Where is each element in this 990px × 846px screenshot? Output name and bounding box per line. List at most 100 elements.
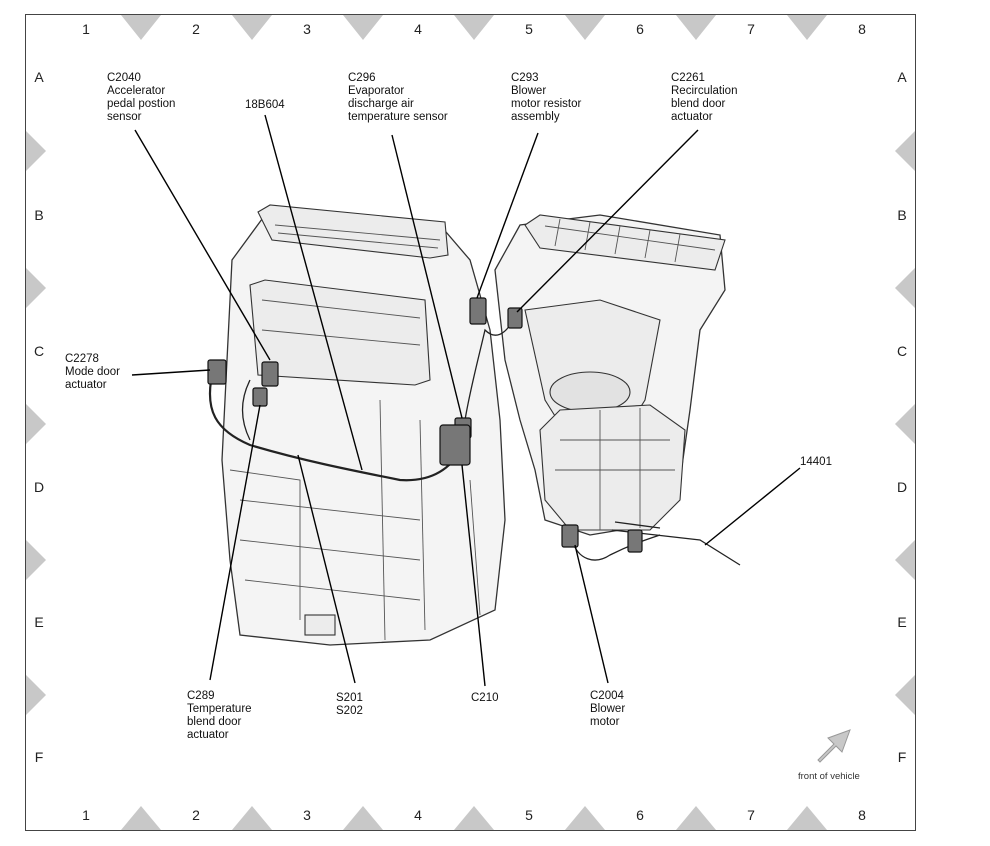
col-label-top: 8 xyxy=(858,21,866,37)
connector-14401 xyxy=(627,529,643,553)
callout-line: motor resistor xyxy=(511,98,581,110)
case-rib xyxy=(469,479,481,616)
col-label-top: 7 xyxy=(747,21,755,37)
grille-rib xyxy=(554,218,561,247)
callout-line: actuator xyxy=(671,111,713,123)
col-label-bottom: 1 xyxy=(82,807,90,823)
callout-line: Accelerator xyxy=(107,85,165,97)
col-label-top: 3 xyxy=(303,21,311,37)
grille-rib xyxy=(674,233,681,263)
callout-c2261: C2261 Recirculation blend door actuator xyxy=(671,72,737,123)
callout-line: Temperature xyxy=(187,703,252,715)
leader-s201 xyxy=(297,454,356,684)
leader-c2040 xyxy=(134,129,271,361)
front-of-vehicle-indicator: front of vehicle xyxy=(798,729,860,782)
case-rib xyxy=(379,399,386,641)
callout-c2004: C2004 Blower motor xyxy=(590,690,625,728)
harness-14401 xyxy=(614,521,661,529)
leader-c296 xyxy=(391,134,463,419)
grid-marker-bottom xyxy=(232,806,272,830)
grid-marker-top xyxy=(676,15,716,40)
grid-marker-left xyxy=(26,675,46,715)
hvac-assembly-illustration xyxy=(207,204,741,646)
grid-marker-right xyxy=(895,404,915,444)
grid-marker-top xyxy=(232,15,272,40)
row-label-right: B xyxy=(897,207,906,223)
callout-line: C2261 xyxy=(671,72,705,84)
connector-c2004 xyxy=(561,524,579,548)
case-rib xyxy=(419,419,426,631)
callout-line: 18B604 xyxy=(245,99,285,111)
callout-s201-s202: S201 S202 xyxy=(336,692,363,717)
callout-line: C2004 xyxy=(590,690,624,702)
callout-line: C2040 xyxy=(107,72,141,84)
callout-line: actuator xyxy=(65,379,107,391)
callout-line: C296 xyxy=(348,72,376,84)
grid-marker-bottom xyxy=(565,806,605,830)
outlet-rib xyxy=(274,224,441,241)
grid-marker-top xyxy=(454,15,494,40)
grille-rib xyxy=(544,225,716,251)
col-label-bottom: 4 xyxy=(414,807,422,823)
col-label-bottom: 5 xyxy=(525,807,533,823)
callout-c296: C296 Evaporator discharge air temperatur… xyxy=(348,72,448,123)
callout-line: C293 xyxy=(511,72,539,84)
grid-markers xyxy=(26,15,915,830)
leader-c210 xyxy=(461,464,486,687)
callout-line: Evaporator xyxy=(348,85,404,97)
blower-inlet xyxy=(549,371,631,413)
callout-line: C289 xyxy=(187,690,215,702)
callout-18b604: 18B604 xyxy=(245,99,285,111)
callout-c210: C210 xyxy=(471,692,499,704)
callout-c2040: C2040 Accelerator pedal postion sensor xyxy=(107,72,175,123)
leader-18b604 xyxy=(264,114,363,471)
connector-c2040 xyxy=(261,361,279,387)
row-label-right: A xyxy=(897,69,907,85)
col-label-top: 2 xyxy=(192,21,200,37)
row-label-left: B xyxy=(34,207,43,223)
leader-14401 xyxy=(704,467,801,546)
callout-line: Mode door xyxy=(65,366,120,378)
leader-c2004 xyxy=(574,544,609,684)
grille-rib xyxy=(644,229,651,259)
leader-c2278 xyxy=(131,369,211,376)
col-label-top: 5 xyxy=(525,21,533,37)
grid-marker-top xyxy=(565,15,605,40)
grid-marker-bottom xyxy=(121,806,161,830)
row-label-left: A xyxy=(34,69,44,85)
callout-line: discharge air xyxy=(348,98,414,110)
diagram-frame xyxy=(25,14,916,831)
row-label-right: C xyxy=(897,343,907,359)
row-label-left: C xyxy=(34,343,44,359)
connector-c2261 xyxy=(507,307,523,329)
row-labels-left: A B C D E F xyxy=(34,69,44,765)
connector-c210 xyxy=(439,424,471,466)
grid-marker-left xyxy=(26,404,46,444)
grid-marker-bottom xyxy=(343,806,383,830)
callout-line: actuator xyxy=(187,729,229,741)
callout-line: pedal postion xyxy=(107,98,175,110)
wiring-harness-branch xyxy=(241,379,251,441)
callout-c289: C289 Temperature blend door actuator xyxy=(187,690,252,741)
callout-line: Blower xyxy=(590,703,625,715)
wiring-harness-blower xyxy=(571,534,661,561)
leader-c289 xyxy=(209,404,261,681)
column-labels-bottom: 1 2 3 4 5 6 7 8 xyxy=(82,807,866,823)
connector-c2278 xyxy=(207,359,227,385)
connector-c289 xyxy=(252,387,268,407)
callout-line: C2278 xyxy=(65,353,99,365)
outlet-rib xyxy=(261,329,421,346)
row-label-left: D xyxy=(34,479,44,495)
case-rib xyxy=(229,469,301,620)
col-label-bottom: 2 xyxy=(192,807,200,823)
callout-line: temperature sensor xyxy=(348,111,448,123)
leader-c2261 xyxy=(516,129,699,313)
row-label-right: F xyxy=(898,749,907,765)
grid-marker-right xyxy=(895,540,915,580)
callout-line: Recirculation xyxy=(671,85,737,97)
callout-c293: C293 Blower motor resistor assembly xyxy=(511,72,581,123)
grid-marker-left xyxy=(26,540,46,580)
row-labels-right: A B C D E F xyxy=(897,69,907,765)
callout-line: motor xyxy=(590,716,620,728)
